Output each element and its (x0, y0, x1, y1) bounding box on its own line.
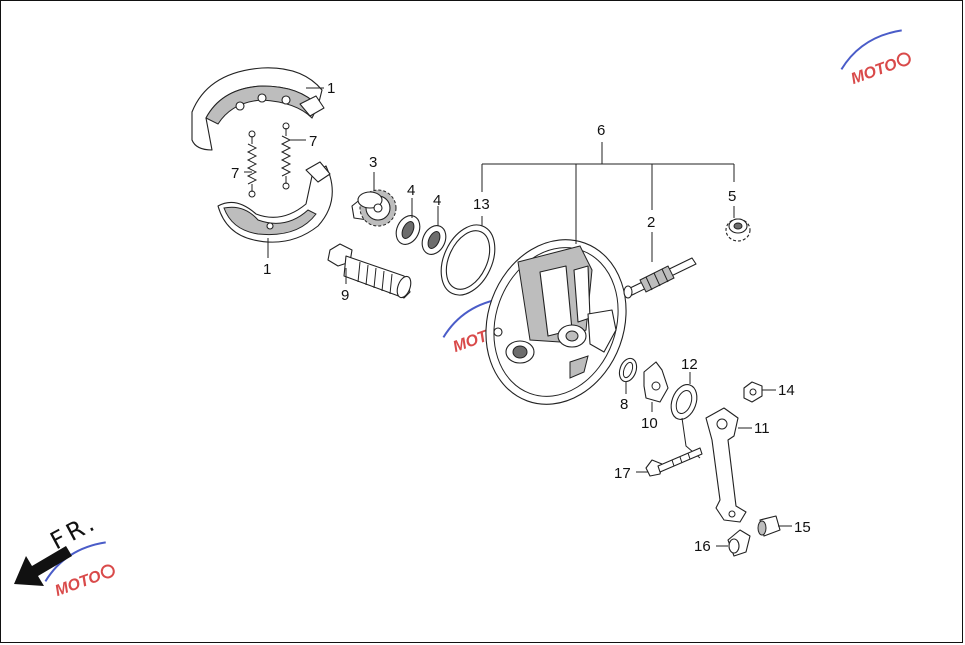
washer-2 (421, 225, 447, 255)
o-ring (440, 224, 496, 296)
callout-8-circlip: 8 (620, 396, 628, 413)
callout-9-brake-cam: 9 (341, 287, 349, 304)
indicator-gear (351, 189, 397, 227)
watermark-logo-bottom-left: MOTO (44, 541, 115, 600)
callout-4-washer-1: 4 (407, 182, 415, 199)
spring-right (280, 122, 292, 190)
callout-11-brake-arm: 11 (754, 420, 770, 437)
callout-labels: 1 1 7 7 3 4 4 13 6 2 5 9 8 10 12 14 11 1… (231, 80, 811, 555)
circlip (618, 357, 638, 383)
pinion-gear (725, 218, 751, 242)
svg-text:MOTO: MOTO (849, 56, 900, 88)
callout-1-lower-shoe: 1 (263, 261, 271, 278)
hex-nut (743, 381, 763, 403)
brake-cam (327, 243, 412, 299)
callout-2-pinion-shaft: 2 (647, 214, 655, 231)
wear-indicator-plate (643, 361, 669, 403)
spring-left (246, 130, 258, 198)
svg-text:MOTO: MOTO (53, 568, 104, 600)
callout-10-indicator-plate: 10 (641, 415, 658, 432)
callout-5-pinion-gear: 5 (728, 188, 736, 205)
brake-panel (485, 239, 627, 405)
callout-6-brake-panel: 6 (597, 122, 605, 139)
pin (757, 515, 781, 537)
bolt (645, 447, 703, 477)
callout-7-left-spring: 7 (231, 165, 239, 182)
callout-15-pin: 15 (794, 519, 811, 536)
speedo-pinion-shaft (623, 257, 697, 299)
return-spring (670, 384, 701, 459)
joint-nut (727, 529, 751, 557)
callout-7-right-spring: 7 (309, 133, 317, 150)
washer-1 (395, 215, 421, 245)
callout-16-joint-nut: 16 (694, 538, 711, 555)
leader-lines (244, 87, 792, 547)
callout-4-washer-2: 4 (433, 192, 441, 209)
front-label: FR. (46, 507, 103, 555)
callout-13-o-ring: 13 (473, 196, 490, 213)
callout-12-return-spring: 12 (681, 356, 698, 373)
brake-arm (705, 407, 747, 523)
brake-shoe-upper (191, 67, 325, 151)
callout-14-hex-nut: 14 (778, 382, 795, 399)
callout-17-bolt: 17 (614, 465, 631, 482)
brake-shoe-lower (217, 161, 333, 243)
callout-1-upper-shoe: 1 (327, 80, 335, 97)
watermark-logo-top-right: MOTO (840, 29, 911, 88)
callout-3-gear: 3 (369, 154, 377, 171)
